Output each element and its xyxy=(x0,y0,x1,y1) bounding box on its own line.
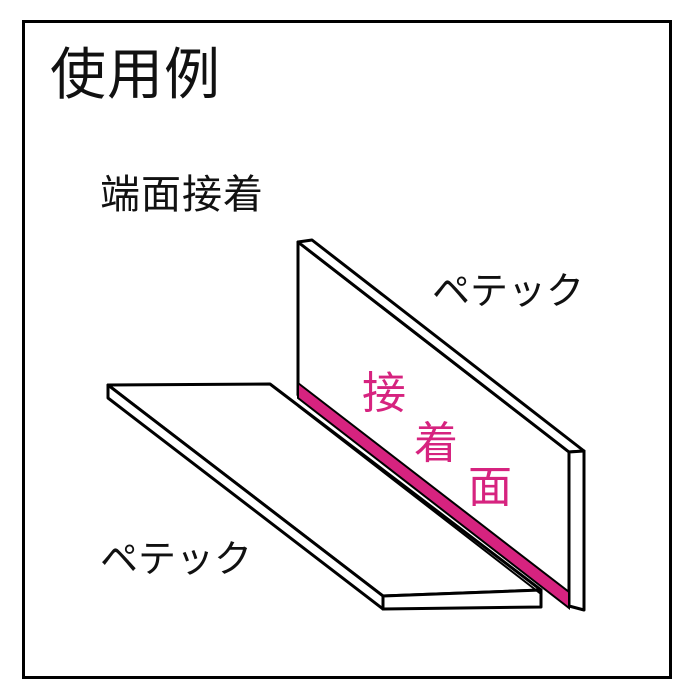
flat-panel xyxy=(106,382,543,611)
adhesive-face-char: 着 xyxy=(414,418,458,469)
adhesive-face-char: 接 xyxy=(362,368,406,419)
end-bonding-label: 端面接着 xyxy=(100,172,264,218)
adhesive-strip-edge xyxy=(297,405,542,595)
adhesive-face-char: 面 xyxy=(468,462,512,513)
upright-panel-right-edge xyxy=(567,449,586,612)
flat-panel-end-edge xyxy=(381,588,543,611)
upright-panel-label: ペテック xyxy=(432,269,585,313)
adhesive-strip xyxy=(297,380,570,611)
page-title: 使用例 xyxy=(50,43,221,108)
flat-panel-label: ペテック xyxy=(100,537,253,581)
